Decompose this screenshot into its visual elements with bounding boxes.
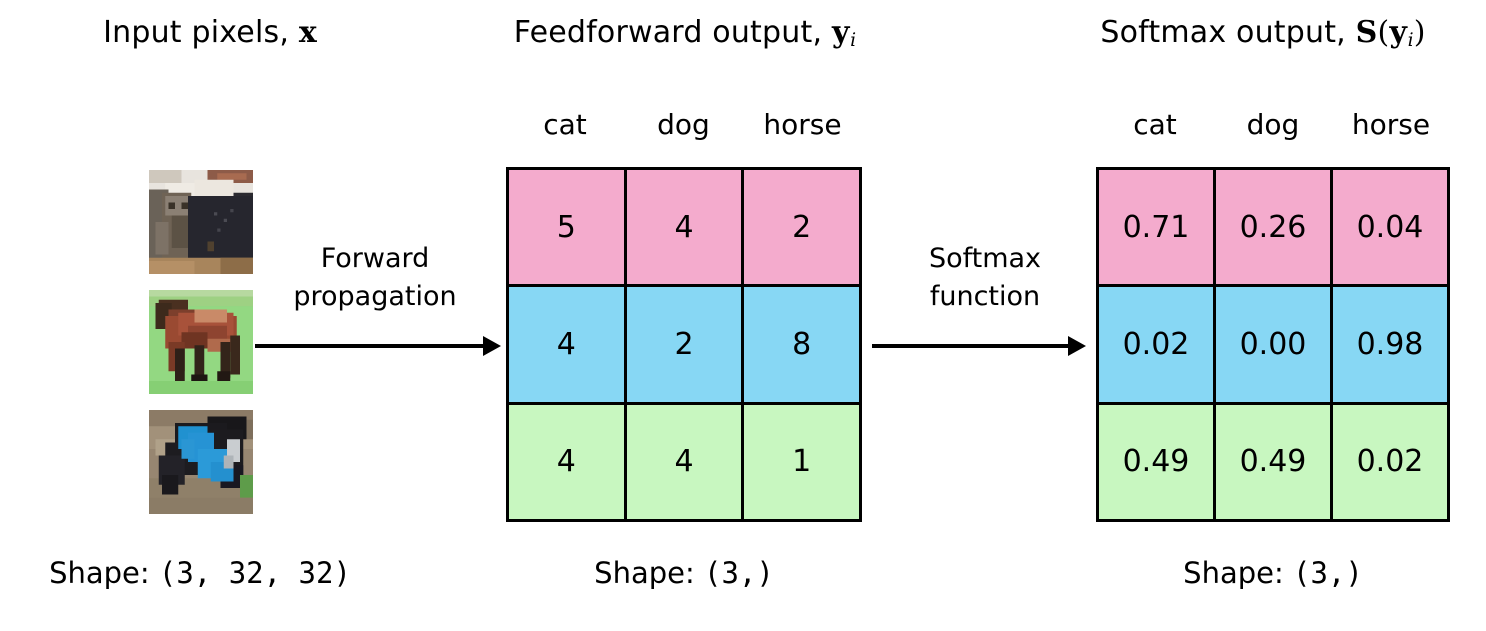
forward-propagation-arrow-line <box>255 344 485 348</box>
feedforward-cell-r2c2: 1 <box>741 401 862 523</box>
softmax-shape-value: (3,) <box>1292 556 1363 590</box>
feedforward-header-dog: dog <box>657 108 710 141</box>
table-row: 4 2 8 <box>506 284 862 405</box>
input-title-text: Input pixels, <box>103 15 290 50</box>
softmax-cell-r0c1: 0.26 <box>1213 166 1333 288</box>
table-row: 0.02 0.00 0.98 <box>1096 284 1450 405</box>
softmax-title-symbol: y <box>1389 15 1408 50</box>
softmax-output-table: 0.71 0.26 0.04 0.02 0.00 0.98 0.49 0.49 … <box>1096 166 1450 523</box>
softmax-cell-r1c2: 0.98 <box>1330 284 1450 405</box>
softmax-title-open-paren: ( <box>1377 15 1390 50</box>
feedforward-shape-label: Shape: <box>594 556 695 590</box>
feedforward-header-horse: horse <box>763 108 842 141</box>
horse-thumbnail-image <box>149 290 253 394</box>
input-title-symbol: x <box>298 15 317 50</box>
softmax-function-label: Softmax function <box>880 240 1090 316</box>
softmax-cell-r1c1: 0.00 <box>1213 284 1333 405</box>
input-column-title: Input pixels, x <box>0 16 420 50</box>
feedforward-cell-r0c1: 4 <box>623 166 745 288</box>
softmax-header-cat: cat <box>1133 108 1177 141</box>
softmax-table-header-row: cat dog horse <box>1096 108 1450 141</box>
softmax-cell-r2c1: 0.49 <box>1213 401 1333 523</box>
dog-thumbnail <box>149 410 253 514</box>
cat-thumbnail-image <box>149 170 253 274</box>
table-row: 0.71 0.26 0.04 <box>1096 166 1450 288</box>
horse-thumbnail <box>149 290 253 394</box>
feedforward-column-title: Feedforward output, yi <box>440 16 930 58</box>
softmax-header-dog: dog <box>1246 108 1300 141</box>
softmax-function-arrow-head <box>1068 336 1086 356</box>
softmax-cell-r2c0: 0.49 <box>1096 401 1216 523</box>
softmax-header-horse: horse <box>1351 108 1431 141</box>
feedforward-cell-r2c0: 4 <box>506 401 627 523</box>
softmax-function-arrow-line <box>872 344 1070 348</box>
softmax-cell-r2c2: 0.02 <box>1330 401 1450 523</box>
cat-thumbnail <box>149 170 253 274</box>
feedforward-table-header-row: cat dog horse <box>506 108 862 141</box>
table-row: 0.49 0.49 0.02 <box>1096 401 1450 523</box>
forward-propagation-label: Forward propagation <box>250 240 500 316</box>
softmax-cell-r1c0: 0.02 <box>1096 284 1216 405</box>
feedforward-cell-r1c1: 2 <box>623 284 745 405</box>
table-row: 5 4 2 <box>506 166 862 288</box>
feedforward-shape-value: (3,) <box>703 556 774 590</box>
softmax-shape-caption: Shape: (3,) <box>1096 556 1450 590</box>
softmax-title-subscript: i <box>1407 30 1414 52</box>
dog-thumbnail-image <box>149 410 253 514</box>
forward-propagation-label-line1: Forward <box>320 243 430 274</box>
input-shape-label: Shape: <box>49 556 150 590</box>
softmax-column-title: Softmax output, S(yi) <box>1040 16 1486 58</box>
forward-propagation-label-line2: propagation <box>293 281 457 312</box>
feedforward-output-table: 5 4 2 4 2 8 4 4 1 <box>506 166 862 523</box>
forward-propagation-arrow-head <box>483 336 501 356</box>
feedforward-cell-r0c2: 2 <box>741 166 862 288</box>
feedforward-header-cat: cat <box>543 108 587 141</box>
feedforward-cell-r1c2: 8 <box>741 284 862 405</box>
feedforward-title-symbol: y <box>831 15 850 50</box>
softmax-function-label-line1: Softmax <box>928 243 1042 274</box>
feedforward-cell-r2c1: 4 <box>623 401 745 523</box>
input-shape-caption: Shape: (3, 32, 32) <box>0 556 400 590</box>
feedforward-cell-r0c0: 5 <box>506 166 627 288</box>
softmax-title-symbol-fn: S <box>1355 15 1378 50</box>
feedforward-shape-caption: Shape: (3,) <box>506 556 862 590</box>
softmax-shape-label: Shape: <box>1183 556 1284 590</box>
softmax-title-close-paren: ) <box>1413 15 1426 50</box>
softmax-title-text: Softmax output, <box>1100 15 1346 50</box>
softmax-cell-r0c2: 0.04 <box>1330 166 1450 288</box>
feedforward-title-subscript: i <box>850 30 857 52</box>
softmax-cell-r0c0: 0.71 <box>1096 166 1216 288</box>
softmax-function-label-line2: function <box>929 281 1041 312</box>
feedforward-cell-r1c0: 4 <box>506 284 627 405</box>
feedforward-title-text: Feedforward output, <box>513 15 823 50</box>
input-shape-value: (3, 32, 32) <box>158 556 351 590</box>
table-row: 4 4 1 <box>506 401 862 523</box>
